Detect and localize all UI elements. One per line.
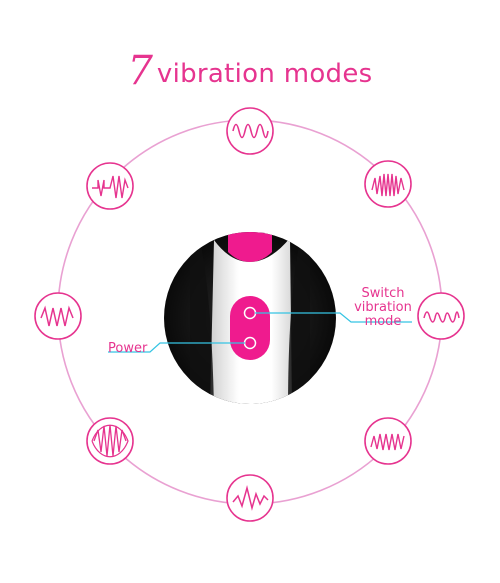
- pulse-wave-icon: [417, 292, 465, 340]
- device-pink-cap: [228, 232, 272, 262]
- title-text: vibration modes: [156, 59, 373, 89]
- spike-wave-icon: [226, 474, 274, 522]
- step-wave-icon: [86, 162, 134, 210]
- switch-pointer-line: [255, 312, 412, 323]
- zigzag-wave-icon: [34, 292, 82, 340]
- modulated-wave-icon: [86, 417, 134, 465]
- switch-label-line2: vibration: [354, 300, 412, 315]
- switch-vibration-mode-label: Switch vibration mode: [347, 287, 419, 329]
- power-pointer-line: [108, 342, 245, 353]
- dense-wave-icon: [364, 160, 412, 208]
- device-illustration: [164, 232, 336, 404]
- power-label: Power: [108, 341, 148, 356]
- title-number: 7: [127, 48, 153, 94]
- switch-label-line3: mode: [364, 314, 402, 329]
- sine-wave-icon: [226, 107, 274, 155]
- button-pad: [230, 296, 270, 360]
- burst-wave-icon: [364, 417, 412, 465]
- switch-label-line1: Switch: [361, 286, 405, 301]
